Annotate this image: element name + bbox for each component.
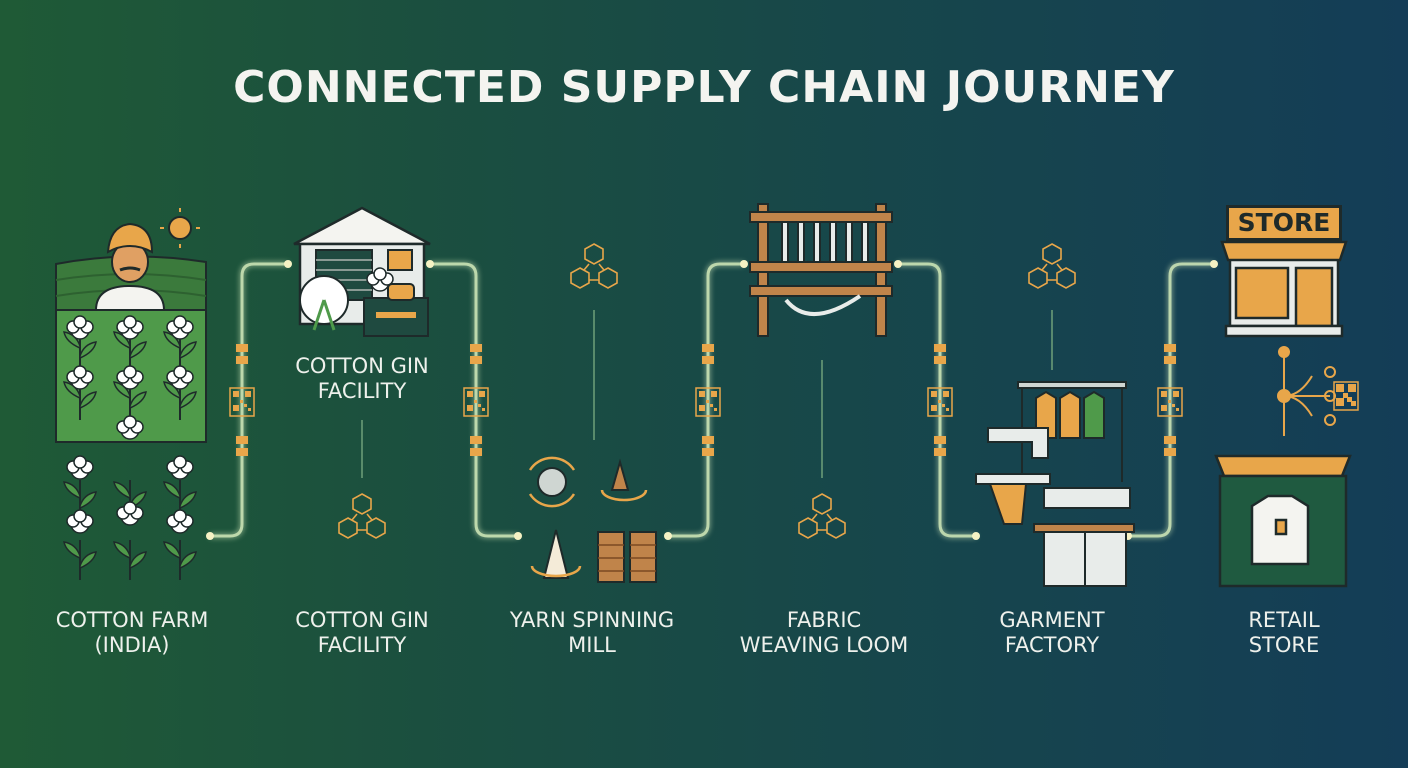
stage-label-line2: MILL — [568, 633, 616, 657]
stage-label-farm: COTTON FARM (INDIA) — [22, 608, 242, 658]
cotton-gin-icon — [293, 206, 431, 337]
cotton-gin-inline-label: COTTON GIN FACILITY — [262, 354, 462, 404]
stage-label-spinning: YARN SPINNING MILL — [482, 608, 702, 658]
stage-label-retail: RETAIL STORE — [1174, 608, 1394, 658]
stage-label-line1: YARN SPINNING — [509, 608, 675, 632]
store-icon — [1220, 238, 1348, 338]
stage-label-line2: (INDIA) — [94, 633, 170, 657]
stage-label-line1: GARMENT — [999, 608, 1105, 632]
stage-label-line1: COTTON GIN — [295, 608, 429, 632]
page-title: CONNECTED SUPPLY CHAIN JOURNEY — [233, 62, 1175, 113]
stage-label-line1: RETAIL — [1248, 608, 1320, 632]
stage-label-weaving: FABRIC WEAVING LOOM — [714, 608, 934, 658]
stage-label-line1: FABRIC — [786, 608, 862, 632]
retail-shop-icon — [1214, 454, 1352, 588]
stage-label-line2: FACILITY — [317, 633, 407, 657]
stage-label-line2: WEAVING LOOM — [739, 633, 909, 657]
store-sign: STORE — [1226, 205, 1342, 241]
stage-label-line2: FACTORY — [1004, 633, 1100, 657]
blockchain-cubes-icon — [338, 243, 1076, 539]
stage-label-gin: COTTON GIN FACILITY — [252, 608, 472, 658]
stage-label-garment: GARMENT FACTORY — [942, 608, 1162, 658]
sewing-machine-icon — [975, 381, 1135, 587]
loom-icon — [749, 203, 893, 337]
cotton-gin-inline-line1: COTTON GIN — [295, 354, 429, 378]
stage-label-line2: STORE — [1248, 633, 1320, 657]
cotton-gin-inline-line2: FACILITY — [317, 379, 407, 403]
stage-label-line1: COTTON FARM — [55, 608, 209, 632]
network-node-icon — [1277, 346, 1359, 436]
chain-link-icon — [236, 344, 1176, 456]
yarn-spool-icon — [528, 456, 657, 583]
cotton-farm-icon — [55, 208, 207, 581]
